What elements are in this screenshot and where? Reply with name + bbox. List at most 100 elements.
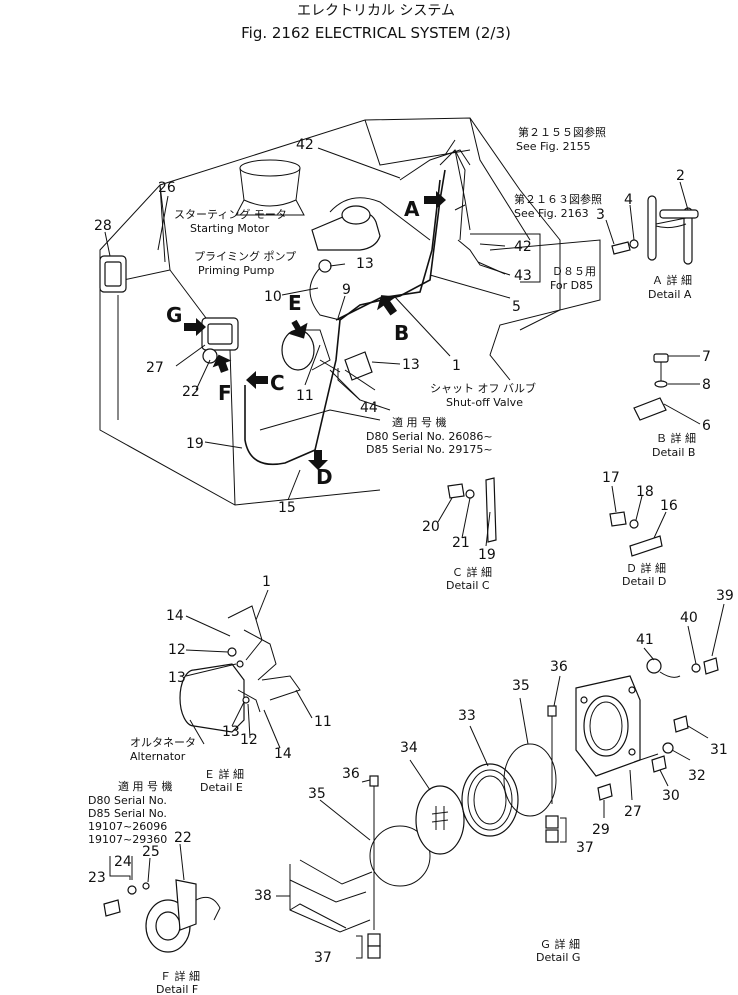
part-number-37b: 37 <box>576 840 594 856</box>
part-number-34: 34 <box>400 740 418 756</box>
part-number-9: 9 <box>342 282 351 298</box>
serial-e-2: D85 Serial No. <box>88 807 167 820</box>
serial-d80: D80 Serial No. 26086~ <box>366 430 493 443</box>
detail-a-en: Detail A <box>648 288 692 301</box>
part-number-32: 32 <box>688 768 706 784</box>
view-letter-e: E <box>288 291 302 315</box>
part-number-26: 26 <box>158 180 176 196</box>
part-number-18: 18 <box>636 484 654 500</box>
priming-pump-en: Priming Pump <box>198 264 274 277</box>
detail-e <box>179 589 313 749</box>
detail-c-jp: Ｃ 詳 細 <box>452 565 492 579</box>
priming-pump-jp: プライミング ポンプ <box>194 249 296 263</box>
part-number-1b: 1 <box>262 574 271 590</box>
serial-jp: 適 用 号 機 <box>392 415 447 429</box>
alternator-en: Alternator <box>130 750 186 763</box>
serial-e-4: 19107~29360 <box>88 833 167 846</box>
title-jp: エレクトリカル システム <box>297 3 455 19</box>
part-number-22: 22 <box>182 384 200 400</box>
part-number-31: 31 <box>710 742 728 758</box>
view-letter-d: D <box>316 465 333 489</box>
detail-c-en: Detail C <box>446 579 490 592</box>
detail-g-jp: Ｇ 詳 細 <box>540 937 580 951</box>
detail-captions: Ａ 詳 細 Detail A Ｂ 詳 細 Detail B Ｃ 詳 細 Deta… <box>156 273 696 995</box>
part-number-27: 27 <box>146 360 164 376</box>
part-number-37: 37 <box>314 950 332 966</box>
part-numbers-details: 2 3 4 7 8 6 20 21 19 17 18 16 1 14 12 13… <box>88 168 734 966</box>
detail-f <box>103 843 221 953</box>
alternator-jp: オルタネータ <box>130 736 196 749</box>
detail-b <box>633 353 701 425</box>
see-2155-jp: 第２１５５図参照 <box>518 125 606 139</box>
serial-e-3: 19107~26096 <box>88 820 167 833</box>
starting-motor-en: Starting Motor <box>190 222 270 235</box>
part-number-3: 3 <box>596 207 605 223</box>
part-number-10: 10 <box>264 289 282 305</box>
part-number-44: 44 <box>360 400 378 416</box>
part-number-39: 39 <box>716 588 734 604</box>
detail-e-jp: Ｅ 詳 細 <box>204 767 244 781</box>
part-number-13b: 13 <box>402 357 420 373</box>
part-number-36b: 36 <box>550 659 568 675</box>
view-letter-c: C <box>270 371 285 395</box>
part-number-24: 24 <box>114 854 132 870</box>
part-number-2: 2 <box>676 168 685 184</box>
part-number-5: 5 <box>512 299 521 315</box>
part-number-35b: 35 <box>512 678 530 694</box>
part-number-43: 43 <box>514 268 532 284</box>
part-number-19b: 19 <box>478 547 496 563</box>
detail-a-jp: Ａ 詳 細 <box>652 273 692 287</box>
part-number-25: 25 <box>142 844 160 860</box>
detail-b-jp: Ｂ 詳 細 <box>656 431 696 445</box>
priming-pump <box>309 259 341 321</box>
part-number-38: 38 <box>254 888 272 904</box>
part-number-23: 23 <box>88 870 106 886</box>
part-number-33: 33 <box>458 708 476 724</box>
part-number-4: 4 <box>624 192 633 208</box>
for-d85-jp: Ｄ８５用 <box>552 265 596 278</box>
see-2163-jp: 第２１６３図参照 <box>514 192 602 206</box>
detail-d <box>609 485 667 557</box>
part-number-27b: 27 <box>624 804 642 820</box>
part-number-12b: 12 <box>240 732 258 748</box>
part-number-21: 21 <box>452 535 470 551</box>
detail-a <box>605 181 699 265</box>
part-number-14: 14 <box>166 608 184 624</box>
part-number-11b: 11 <box>314 714 332 730</box>
part-number-41: 41 <box>636 632 654 648</box>
detail-d-en: Detail D <box>622 575 666 588</box>
part-number-20: 20 <box>422 519 440 535</box>
switch-panel <box>201 317 239 364</box>
shutoff-valve-en: Shut-off Valve <box>446 396 523 409</box>
part-number-19: 19 <box>186 436 204 452</box>
part-number-16: 16 <box>660 498 678 514</box>
part-number-30: 30 <box>662 788 680 804</box>
main-labels: 第２１５５図参照 See Fig. 2155 第２１６３図参照 See Fig.… <box>88 125 606 846</box>
part-number-28: 28 <box>94 218 112 234</box>
part-number-36: 36 <box>342 766 360 782</box>
wire-harness <box>244 149 511 465</box>
for-d85-en: For D85 <box>550 279 593 292</box>
detail-g <box>276 603 725 959</box>
part-number-40: 40 <box>680 610 698 626</box>
part-number-17: 17 <box>602 470 620 486</box>
part-number-13d: 13 <box>222 724 240 740</box>
part-numbers-main: 42 26 28 13 10 9 27 22 11 13 1 5 42 43 4… <box>94 137 532 516</box>
detail-g-en: Detail G <box>536 951 580 964</box>
view-letter-g: G <box>166 303 182 327</box>
detail-e-en: Detail E <box>200 781 243 794</box>
part-number-8: 8 <box>702 377 711 393</box>
detail-b-en: Detail B <box>652 446 695 459</box>
part-number-13: 13 <box>356 256 374 272</box>
part-number-42: 42 <box>296 137 314 153</box>
view-letter-a: A <box>404 197 420 221</box>
view-letter-b: B <box>394 321 409 345</box>
detail-d-jp: Ｄ 詳 細 <box>626 561 666 575</box>
part-number-12: 12 <box>168 642 186 658</box>
part-number-35: 35 <box>308 786 326 802</box>
part-number-13c: 13 <box>168 670 186 686</box>
view-arrows <box>184 191 446 470</box>
view-letter-labels: A B C D E F G <box>166 197 420 489</box>
